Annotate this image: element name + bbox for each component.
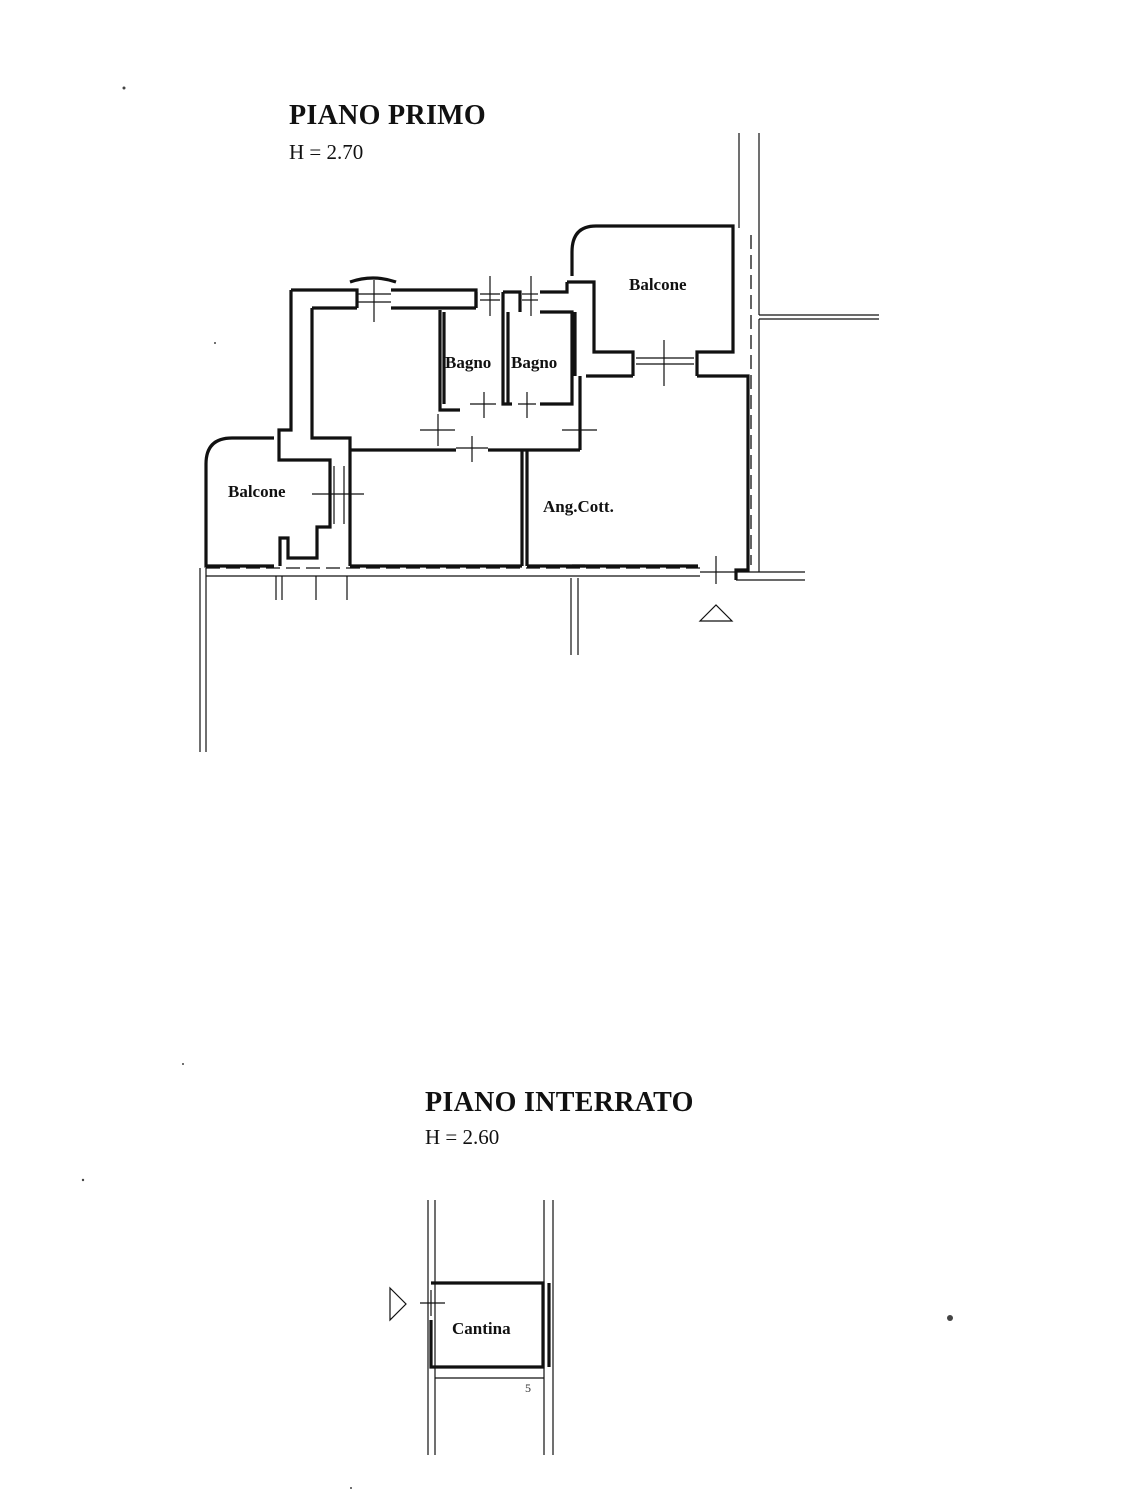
room-label-balcone-w: Balcone	[228, 482, 286, 501]
scan-specks	[81, 86, 953, 1489]
floor-title-primo: PIANO PRIMO	[289, 100, 486, 131]
room-label-balcone-ne: Balcone	[629, 275, 687, 294]
floor-height-primo: H = 2.70	[289, 140, 364, 164]
room-label-cantina: Cantina	[452, 1319, 511, 1338]
floor-height-interrato: H = 2.60	[425, 1125, 500, 1149]
room-label-bagno-1: Bagno	[445, 353, 491, 372]
room-label-bagno-2: Bagno	[511, 353, 557, 372]
plan-piano-primo: Balcone Bagno Bagno Balcone Ang.Cott.	[199, 133, 879, 752]
plan-piano-interrato: Cantina 5	[389, 1200, 554, 1455]
stray-note: 5	[525, 1381, 531, 1395]
room-label-ang-cott: Ang.Cott.	[543, 497, 614, 516]
floor-title-interrato: PIANO INTERRATO	[425, 1087, 694, 1118]
